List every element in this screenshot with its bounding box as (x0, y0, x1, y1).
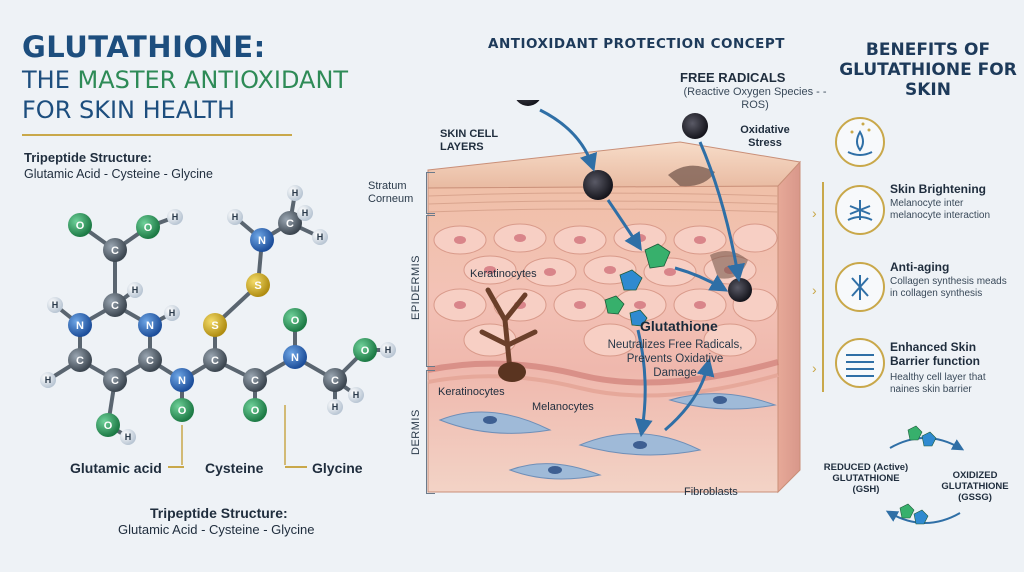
benefit-desc-barrier: Healthy cell layer that naines skin barr… (890, 372, 986, 395)
svg-text:C: C (211, 355, 219, 367)
chevron-right-icon: › (812, 360, 817, 376)
label-glycine: Glycine (312, 460, 363, 476)
svg-text:C: C (111, 300, 119, 312)
epidermis-bracket (426, 215, 435, 367)
main-title-line3: FOR SKIN HEALTH (22, 96, 236, 124)
svg-text:H: H (317, 232, 324, 242)
cycle-reduced: REDUCED (Active) GLUTATHIONE (GSH) (823, 462, 909, 495)
svg-text:S: S (254, 280, 261, 292)
benefit-title-barrier: Enhanced Skin Barrier function (890, 340, 981, 368)
tripeptide-heading-top: Tripeptide Structure: (24, 150, 152, 165)
svg-text:N: N (291, 352, 299, 364)
svg-text:H: H (232, 212, 239, 222)
glutathione-cycle (885, 425, 965, 525)
svg-text:O: O (251, 405, 260, 417)
bracket-glutamic (168, 466, 184, 468)
chevron-right-icon: › (812, 205, 817, 221)
benefit-title-brightening: Skin Brightening (890, 182, 986, 196)
epidermis-label: EPIDERMIS (410, 254, 422, 320)
benefit-desc-antiaging: Collagen synthesis meads in collagen syn… (890, 276, 1007, 299)
svg-text:C: C (111, 375, 119, 387)
benefit-desc-brightening: Melanocyte inter melanocyte interaction (890, 198, 991, 221)
svg-text:H: H (302, 208, 309, 218)
skin-cross-section (427, 100, 801, 494)
stratum-bracket (426, 172, 435, 214)
fibroblasts-label: Fibroblasts (684, 486, 738, 498)
svg-text:N: N (178, 375, 186, 387)
svg-text:O: O (361, 345, 370, 357)
free-radicals-sub: (Reactive Oxygen Species - - ROS) (683, 86, 827, 111)
svg-text:H: H (169, 308, 176, 318)
atom-c: C (111, 245, 119, 257)
sparkle-drop-icon (835, 117, 885, 167)
dermis-bracket (426, 370, 435, 494)
svg-text:N: N (258, 235, 266, 247)
chevron-right-icon: › (812, 282, 817, 298)
title-the: THE (22, 66, 78, 94)
tripeptide-sub-bottom: Glutamic Acid - Cysteine - Glycine (118, 522, 315, 537)
svg-text:H: H (332, 402, 339, 412)
svg-text:H: H (45, 375, 52, 385)
svg-text:O: O (178, 405, 187, 417)
svg-text:O: O (291, 315, 300, 327)
keratinocytes-label-2: Keratinocytes (438, 386, 505, 398)
svg-text:H: H (52, 300, 59, 310)
svg-text:H: H (125, 432, 132, 442)
label-cysteine: Cysteine (205, 460, 264, 476)
benefits-connector (822, 182, 824, 392)
free-radicals-heading: FREE RADICALS (680, 70, 786, 85)
svg-text:O: O (144, 222, 153, 234)
benefit-title-antiaging: Anti-aging (890, 260, 950, 274)
label-glutamic-acid: Glutamic acid (70, 460, 162, 476)
title-underline (22, 134, 292, 136)
tripeptide-sub-top: Glutamic Acid - Cysteine - Glycine (24, 167, 213, 181)
tripeptide-heading-bottom: Tripeptide Structure: (150, 505, 288, 521)
svg-text:H: H (385, 345, 392, 355)
svg-text:C: C (286, 218, 294, 230)
atom-o: O (76, 220, 85, 232)
melanocytes-label: Melanocytes (532, 401, 594, 413)
cycle-oxidized: OXIDIZED GLUTATHIONE (GSSG) (941, 470, 1009, 503)
skin-cell-layers-label: SKIN CELL LAYERS (440, 128, 498, 153)
benefit-icons (835, 117, 885, 388)
oxidative-stress-label: Oxidative Stress (740, 124, 790, 149)
svg-text:H: H (292, 188, 299, 198)
stratum-label: Stratum Corneum (368, 180, 414, 205)
atom-s: S (211, 320, 218, 332)
svg-text:H: H (132, 285, 139, 295)
main-title-line1: GLUTATHIONE: (22, 30, 266, 64)
benefits-title: BENEFITS OF GLUTATHIONE FOR SKIN (839, 40, 1017, 100)
svg-text:C: C (76, 355, 84, 367)
svg-text:C: C (331, 375, 339, 387)
glutathione-sub: Neutralizes Free Radicals, Prevents Oxid… (607, 339, 743, 379)
svg-text:C: C (146, 355, 154, 367)
dermis-label: DERMIS (410, 409, 422, 455)
svg-text:H: H (353, 390, 360, 400)
svg-text:N: N (146, 320, 154, 332)
title-highlight: MASTER ANTIOXIDANT (77, 66, 349, 94)
keratinocytes-label-1: Keratinocytes (470, 268, 537, 280)
atom-n: N (76, 320, 84, 332)
svg-text:O: O (104, 420, 113, 432)
glutathione-molecule: C C C C C C C C C N N N N N O O O O O O … (40, 185, 396, 465)
glutathione-heading: Glutathione (640, 318, 718, 334)
atom-h: H (172, 212, 179, 222)
main-title-line2: THE MASTER ANTIOXIDANT (22, 66, 348, 94)
svg-text:C: C (251, 375, 259, 387)
concept-title: ANTIOXIDANT PROTECTION CONCEPT (488, 36, 785, 52)
radical-group (516, 100, 752, 302)
bracket-glycine (285, 466, 307, 468)
